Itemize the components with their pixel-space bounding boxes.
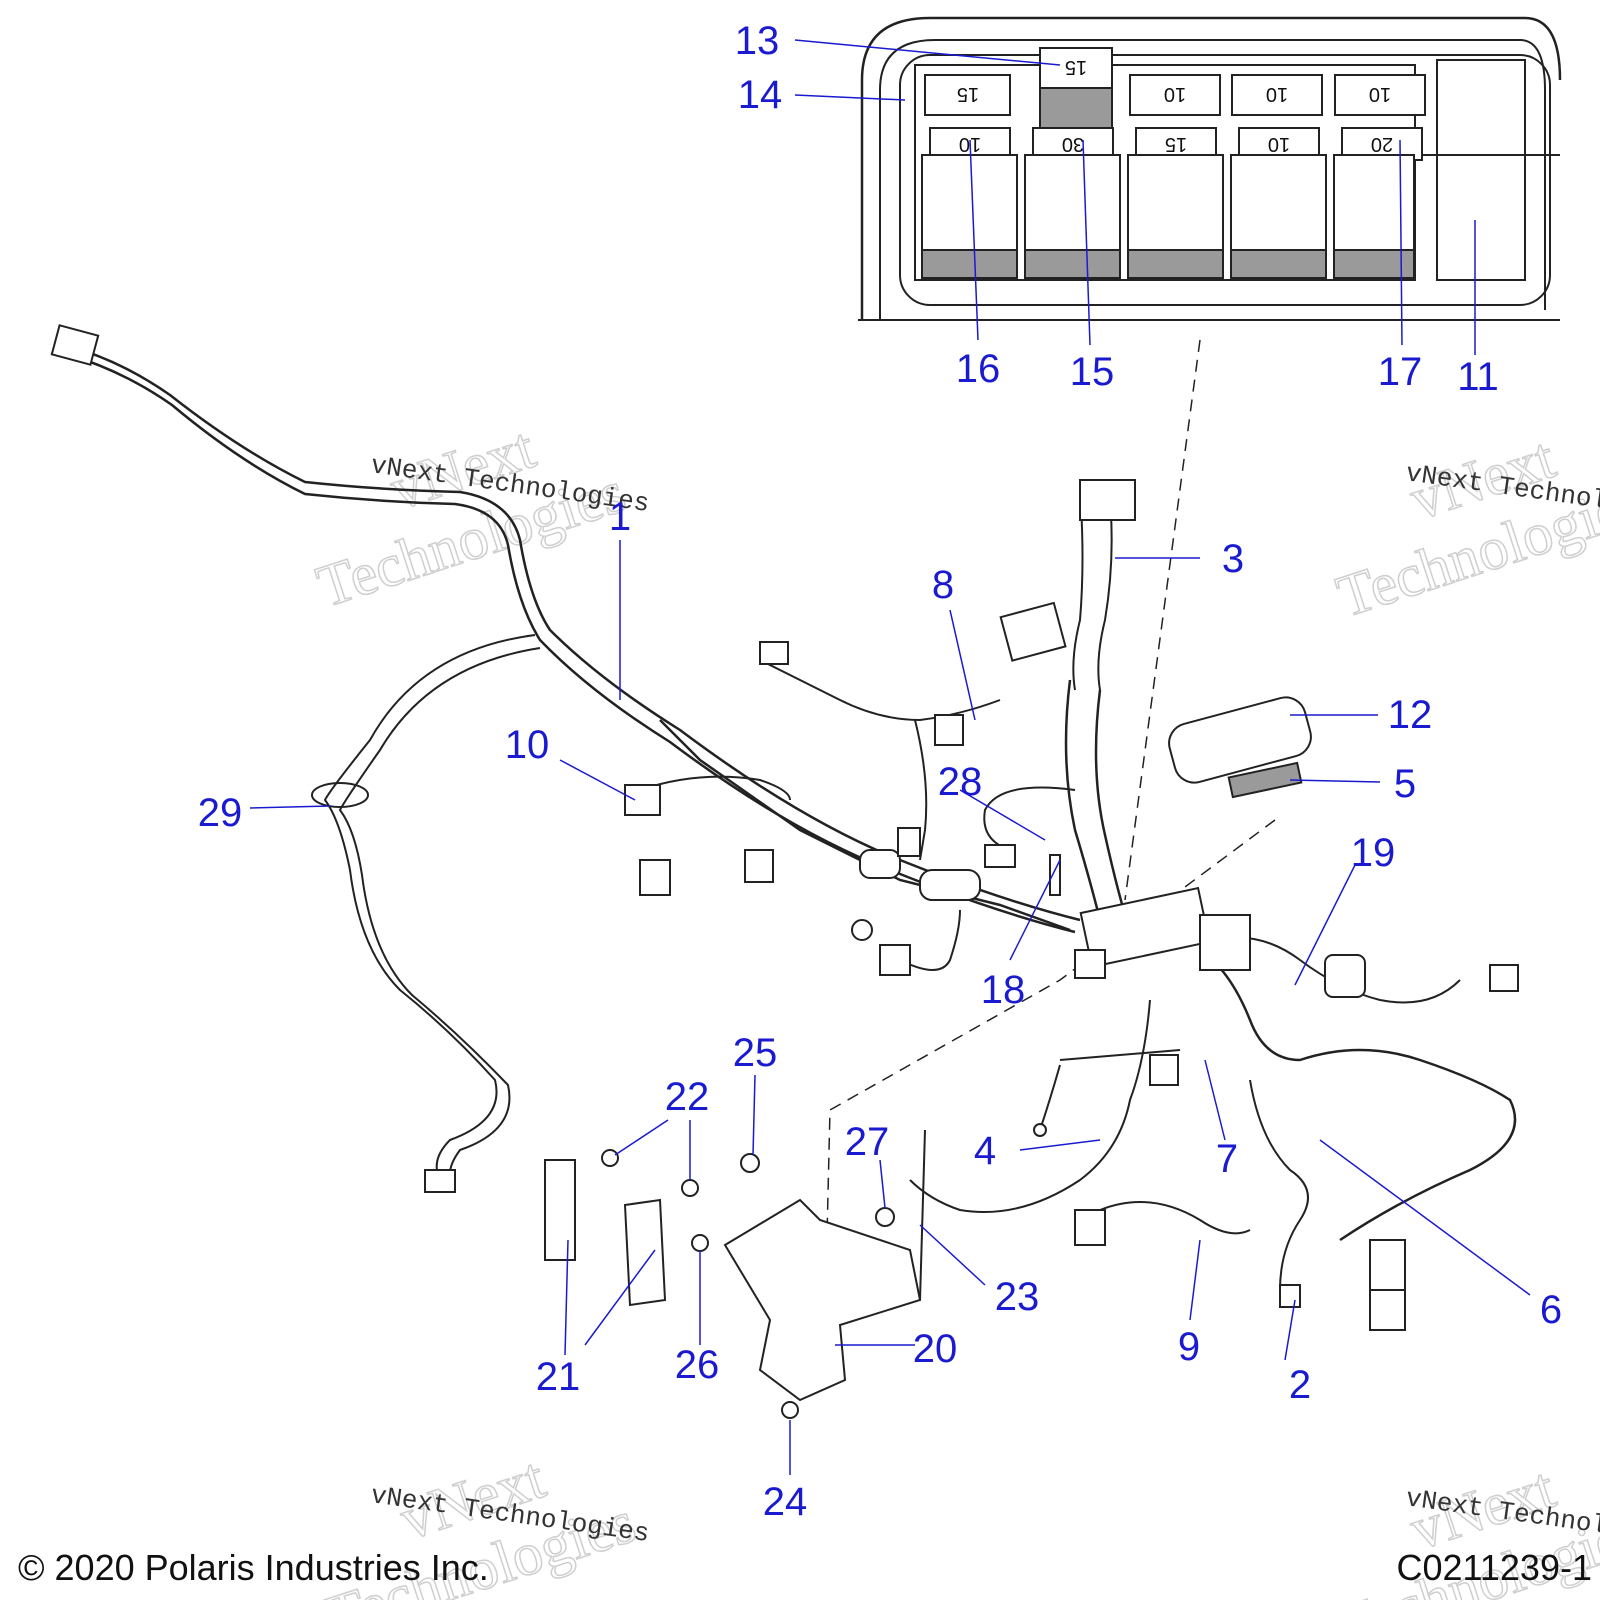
connector-3 [1079, 479, 1136, 521]
callout-9: 9 [1178, 1325, 1200, 1369]
fuse-rating: 15 [1165, 133, 1187, 155]
sleeve [919, 869, 981, 901]
connector [879, 944, 911, 976]
fuse-rating: 15 [1065, 56, 1087, 78]
callout-22: 22 [665, 1075, 710, 1119]
callout-1: 1 [609, 495, 631, 539]
callout-24: 24 [763, 1480, 808, 1524]
fuse-bottom-3: 15 [1127, 127, 1224, 279]
connector [744, 849, 774, 883]
relay-module [999, 601, 1067, 662]
fuse-bottom-2: 30 [1024, 127, 1121, 279]
fuse-18 [1049, 854, 1061, 896]
fuse-top-1: 15 [924, 74, 1011, 116]
connector [897, 827, 921, 857]
callout-15: 15 [1070, 350, 1115, 394]
bolt-25 [740, 1153, 760, 1173]
fuse-bottom-5: 20 [1333, 127, 1423, 279]
brackets-group [544, 1129, 926, 1419]
callout-2: 2 [1289, 1363, 1311, 1407]
connector [50, 324, 100, 366]
drawing-number: C0211239-1 [1397, 1547, 1593, 1588]
connector [1199, 914, 1251, 971]
fuse-rating: 10 [1266, 83, 1288, 105]
fuse-top-3: 10 [1129, 74, 1221, 116]
callout-5: 5 [1394, 762, 1416, 806]
label-5 [1227, 761, 1303, 799]
leader-lines [249, 39, 1531, 1475]
callout-11: 11 [1457, 355, 1499, 399]
connector-6 [1369, 1239, 1406, 1291]
nut-27 [875, 1207, 895, 1227]
callout-23: 23 [995, 1275, 1040, 1319]
connector-7 [1149, 1054, 1179, 1086]
connector [759, 641, 789, 665]
main-harness [50, 324, 1519, 1331]
callout-14: 14 [738, 73, 783, 117]
connector-19 [1324, 954, 1366, 998]
fuse-rating: 20 [1371, 133, 1393, 155]
connector-9 [1074, 1209, 1106, 1246]
connector [984, 844, 1016, 868]
bracket-20 [723, 1198, 922, 1402]
callout-21: 21 [536, 1355, 581, 1399]
projection-line [824, 819, 1276, 1321]
connector-2 [1279, 1284, 1301, 1308]
callout-27: 27 [845, 1120, 890, 1164]
callout-29: 29 [198, 791, 243, 835]
connector [1489, 964, 1519, 992]
callout-16: 16 [956, 347, 1001, 391]
callout-12: 12 [1388, 693, 1433, 737]
fuse-rating: 30 [1062, 133, 1084, 155]
callout-6: 6 [1540, 1288, 1562, 1332]
bolt [851, 919, 873, 941]
relay-11 [1436, 154, 1526, 281]
bracket-21 [544, 1159, 576, 1261]
fuse-bottom-4: 10 [1230, 127, 1327, 279]
callout-8: 8 [932, 563, 954, 607]
screw-22 [681, 1179, 699, 1197]
connector [639, 859, 671, 896]
callout-20: 20 [913, 1327, 958, 1371]
screw-26 [691, 1234, 709, 1252]
fuse-rating: 10 [1268, 133, 1290, 155]
callout-3: 3 [1222, 537, 1244, 581]
connector-8 [934, 714, 964, 746]
fuse-rating: 10 [1164, 83, 1186, 105]
callout-17: 17 [1378, 350, 1423, 394]
mount-tab [1074, 949, 1106, 979]
connector-10 [624, 784, 661, 816]
callout-25: 25 [733, 1031, 778, 1075]
tie-23 [919, 1129, 926, 1301]
connector [424, 1169, 456, 1193]
copyright-text: © 2020 Polaris Industries Inc. [18, 1547, 489, 1588]
module-12 [1168, 696, 1312, 784]
callout-4: 4 [974, 1129, 996, 1173]
projection-line [1124, 339, 1201, 901]
terminal [1033, 1123, 1047, 1137]
callout-26: 26 [675, 1343, 720, 1387]
callout-18: 18 [981, 968, 1026, 1012]
fuse-bottom-1: 10 [921, 127, 1018, 279]
fuse-top-5: 10 [1334, 74, 1426, 116]
callout-labels: 1 2 3 4 5 6 7 8 9 10 11 12 13 14 15 16 1… [198, 19, 1562, 1524]
fuse-box-inset: 15 15 10 10 10 10 30 [858, 16, 1562, 321]
callout-28: 28 [938, 760, 983, 804]
callout-7: 7 [1216, 1137, 1238, 1181]
clip-29 [311, 782, 369, 808]
screw-22 [601, 1149, 619, 1167]
connector-6 [1369, 1289, 1406, 1331]
nut-24 [781, 1401, 799, 1419]
callout-10: 10 [505, 723, 550, 767]
sleeve [859, 849, 901, 879]
fuse-rating: 10 [1369, 83, 1391, 105]
fuse-top-4: 10 [1231, 74, 1323, 116]
fuse-rating: 15 [957, 83, 979, 105]
callout-13: 13 [735, 19, 780, 63]
relay-11-top [1436, 59, 1526, 156]
callout-19: 19 [1351, 831, 1396, 875]
bracket-21 [623, 1198, 667, 1307]
fuse-top-2: 15 [1039, 47, 1113, 134]
